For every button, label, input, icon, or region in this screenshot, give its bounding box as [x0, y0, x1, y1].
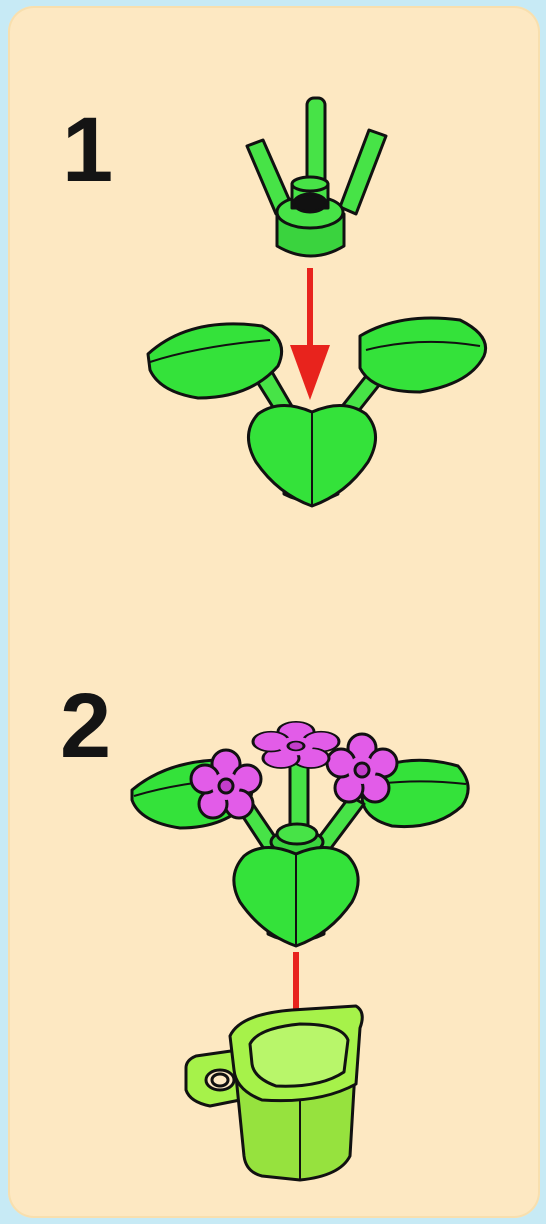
down-arrow-icon: [290, 268, 330, 400]
branch-stem-piece-icon: [247, 98, 386, 256]
flower-pot-icon: [186, 1006, 362, 1180]
assembled-flower-plant-icon: [132, 722, 468, 946]
